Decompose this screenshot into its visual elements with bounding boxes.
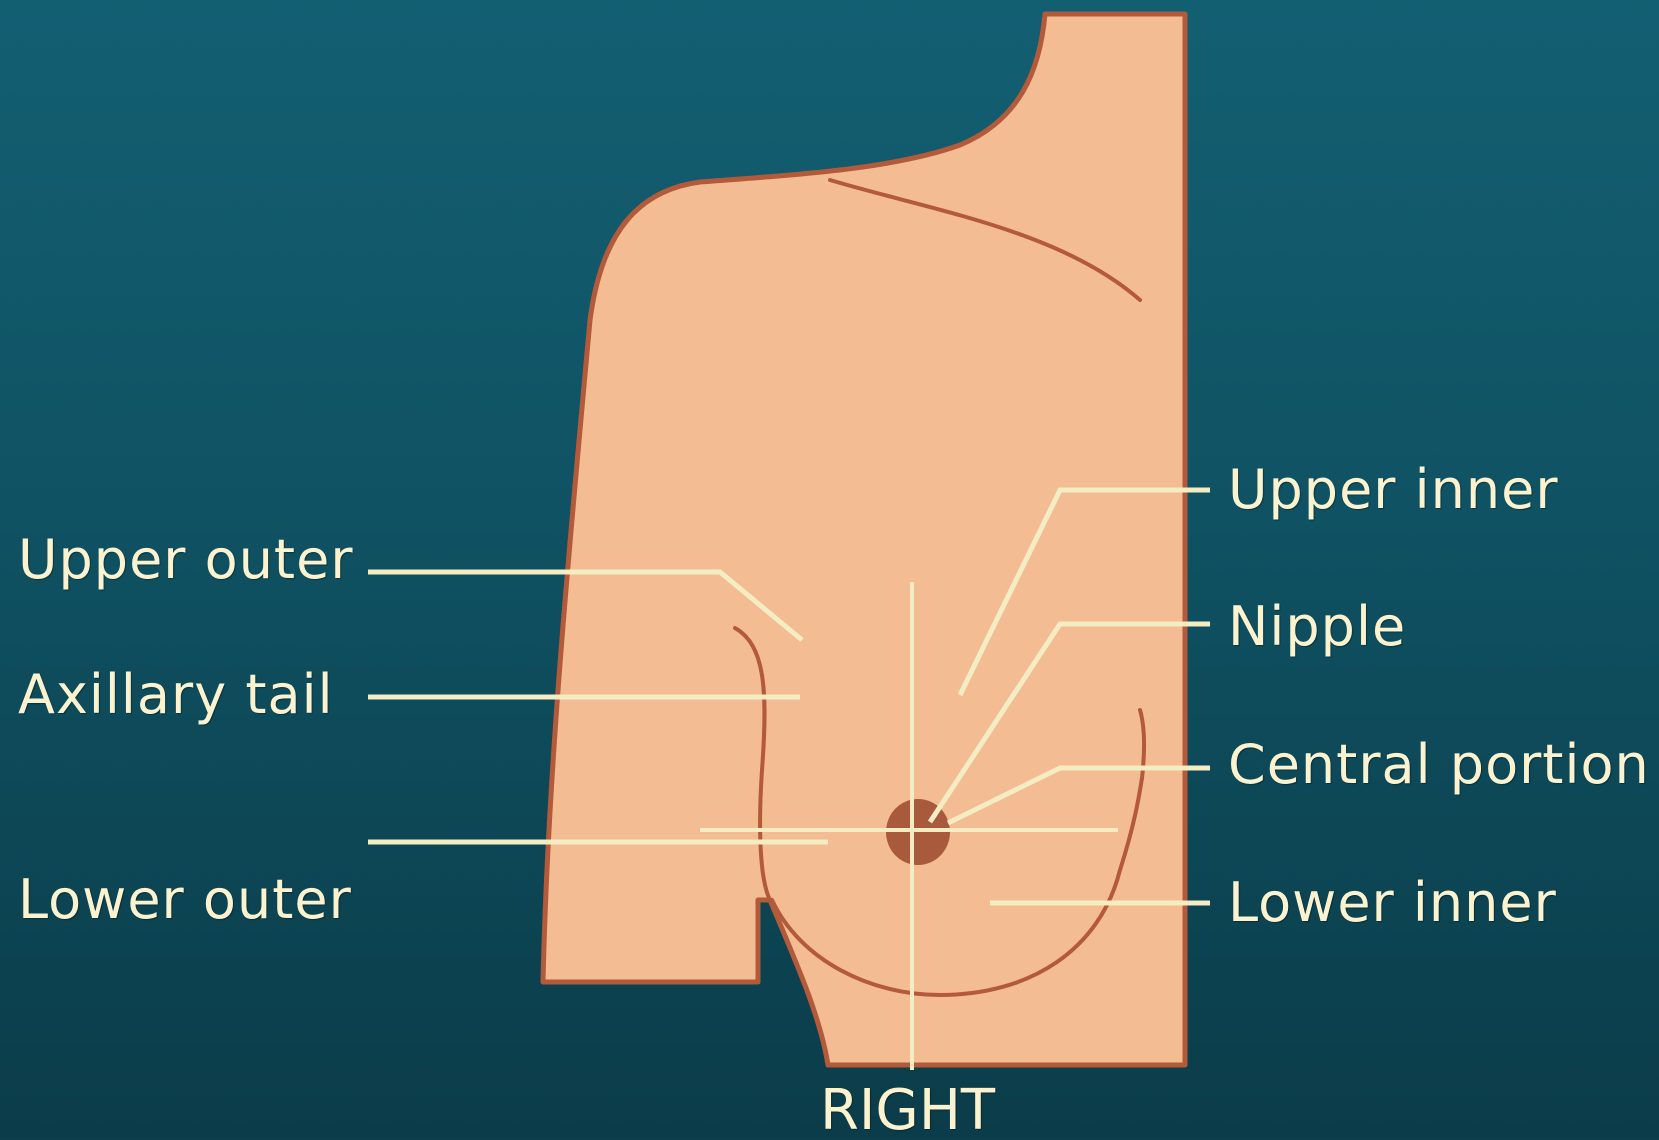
label-side-right: RIGHT: [820, 1083, 995, 1139]
label-upper-inner: Upper inner: [1228, 463, 1559, 517]
label-lower-inner: Lower inner: [1228, 876, 1557, 930]
label-nipple: Nipple: [1228, 600, 1406, 654]
label-axillary-tail: Axillary tail: [18, 668, 334, 722]
torso-shape: [543, 14, 1185, 1065]
label-lower-outer: Lower outer: [18, 873, 352, 927]
label-upper-outer: Upper outer: [18, 533, 354, 587]
label-central-portion: Central portion: [1228, 738, 1650, 792]
